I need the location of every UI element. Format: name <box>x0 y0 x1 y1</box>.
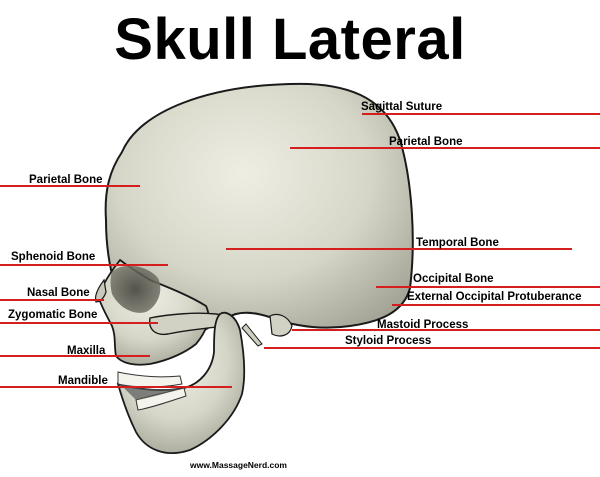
upper-teeth-shape <box>117 371 183 388</box>
label-nasal-bone: Nasal Bone <box>27 287 90 299</box>
mandible-shape <box>116 311 246 454</box>
label-styloid-process: Styloid Process <box>345 335 431 347</box>
label-parietal-bone-left: Parietal Bone <box>29 174 103 186</box>
page-title: Skull Lateral <box>114 7 466 72</box>
label-sphenoid-bone: Sphenoid Bone <box>11 251 95 263</box>
label-occipital-bone: Occipital Bone <box>413 273 494 285</box>
label-temporal-bone: Temporal Bone <box>416 237 499 249</box>
styloid-shape <box>241 323 263 347</box>
label-external-occipital-protuberance: External Occipital Protuberance <box>407 291 581 303</box>
label-mastoid-process: Mastoid Process <box>377 319 468 331</box>
orbit-shape <box>110 265 161 313</box>
labels: Sagittal Suture Parietal Bone Parietal B… <box>8 101 581 387</box>
nasal-bone-shape <box>94 278 107 303</box>
site-credit: www.MassageNerd.com <box>190 460 287 470</box>
leader-lines <box>0 113 600 388</box>
label-maxilla: Maxilla <box>67 345 106 357</box>
mastoid-shape <box>269 313 293 337</box>
label-zygomatic-bone: Zygomatic Bone <box>8 309 97 321</box>
label-sagittal-suture: Sagittal Suture <box>361 101 442 113</box>
label-parietal-bone-right: Parietal Bone <box>389 136 463 148</box>
label-mandible: Mandible <box>58 375 108 387</box>
